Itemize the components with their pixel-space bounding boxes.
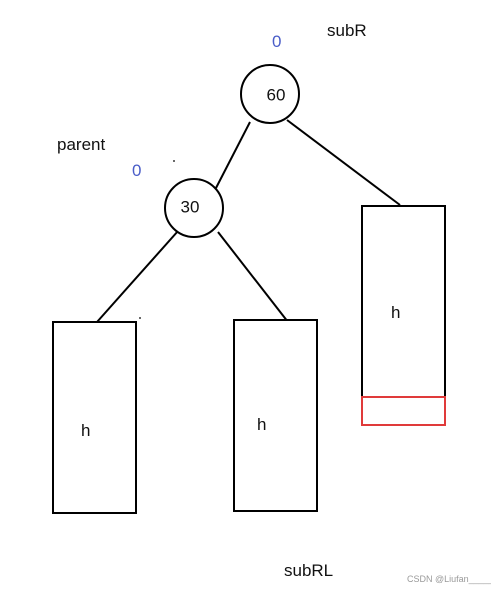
- subr-label: subR: [327, 21, 367, 40]
- subrl-label: subRL: [284, 561, 333, 580]
- left-node: 30: [164, 178, 224, 238]
- left-right-subtree: h: [233, 319, 318, 512]
- left-left-subtree: h: [52, 321, 137, 514]
- root-node: 60: [240, 64, 300, 124]
- parent-label: parent: [57, 135, 105, 154]
- right-subtree-height: h: [391, 303, 400, 322]
- edge-left-node-to-left-subtree: [96, 230, 179, 323]
- left-right-subtree-height: h: [257, 415, 266, 434]
- edge-root-to-left-node: [215, 121, 251, 189]
- edge-root-to-right-subtree: [286, 119, 401, 206]
- root-balance-factor: 0: [272, 32, 281, 51]
- left-right-subtree-box: [233, 319, 318, 512]
- root-node-value: 60: [267, 85, 286, 104]
- right-subtree: h: [361, 205, 446, 398]
- left-left-subtree-box: [52, 321, 137, 514]
- edge-left-node-to-right-subtree: [217, 231, 289, 323]
- left-left-subtree-height: h: [81, 421, 90, 440]
- inserted-level-highlight: [361, 396, 446, 426]
- left-node-value: 30: [181, 197, 200, 216]
- watermark-text: CSDN @Liufan_____: [407, 574, 491, 584]
- left-node-circle: [164, 178, 224, 238]
- right-subtree-box: [361, 205, 446, 398]
- parent-balance-factor: 0: [132, 161, 141, 180]
- stray-dot: [173, 160, 175, 162]
- stray-dot: [139, 317, 141, 319]
- root-node-circle: [240, 64, 300, 124]
